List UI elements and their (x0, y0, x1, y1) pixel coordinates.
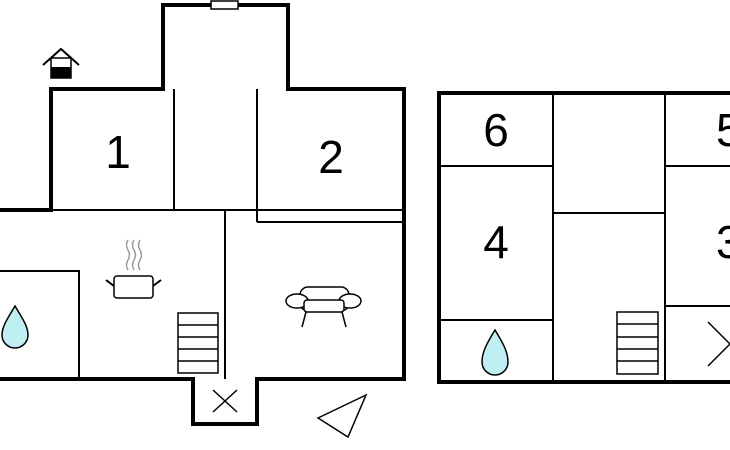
ground-floor-plan: 1 2 (0, 0, 406, 439)
compass-icon (316, 393, 368, 439)
room-label: 4 (483, 216, 509, 268)
upper-floor-outer-wall (437, 91, 730, 384)
water-drop-icon (481, 328, 509, 376)
stairs-icon (616, 311, 659, 375)
water-drop-icon (1, 304, 29, 349)
sofa-icon (285, 286, 362, 328)
ground-floor-outer-wall (0, 3, 406, 426)
room-label: 3 (716, 216, 730, 268)
cooking-pot-icon (105, 239, 162, 299)
room-label: 5 (716, 104, 730, 156)
stairs-icon (177, 312, 219, 374)
window (210, 0, 239, 10)
upper-floor-plan: 6 4 5 3 (437, 91, 730, 384)
house-entrance-icon (42, 47, 80, 79)
closed-box-icon (212, 389, 238, 413)
room-label: 6 (483, 104, 509, 156)
room-label: 2 (318, 131, 344, 183)
inner-wall (0, 270, 80, 379)
arrow-chevron-icon (707, 321, 730, 367)
room-label: 1 (105, 126, 131, 178)
